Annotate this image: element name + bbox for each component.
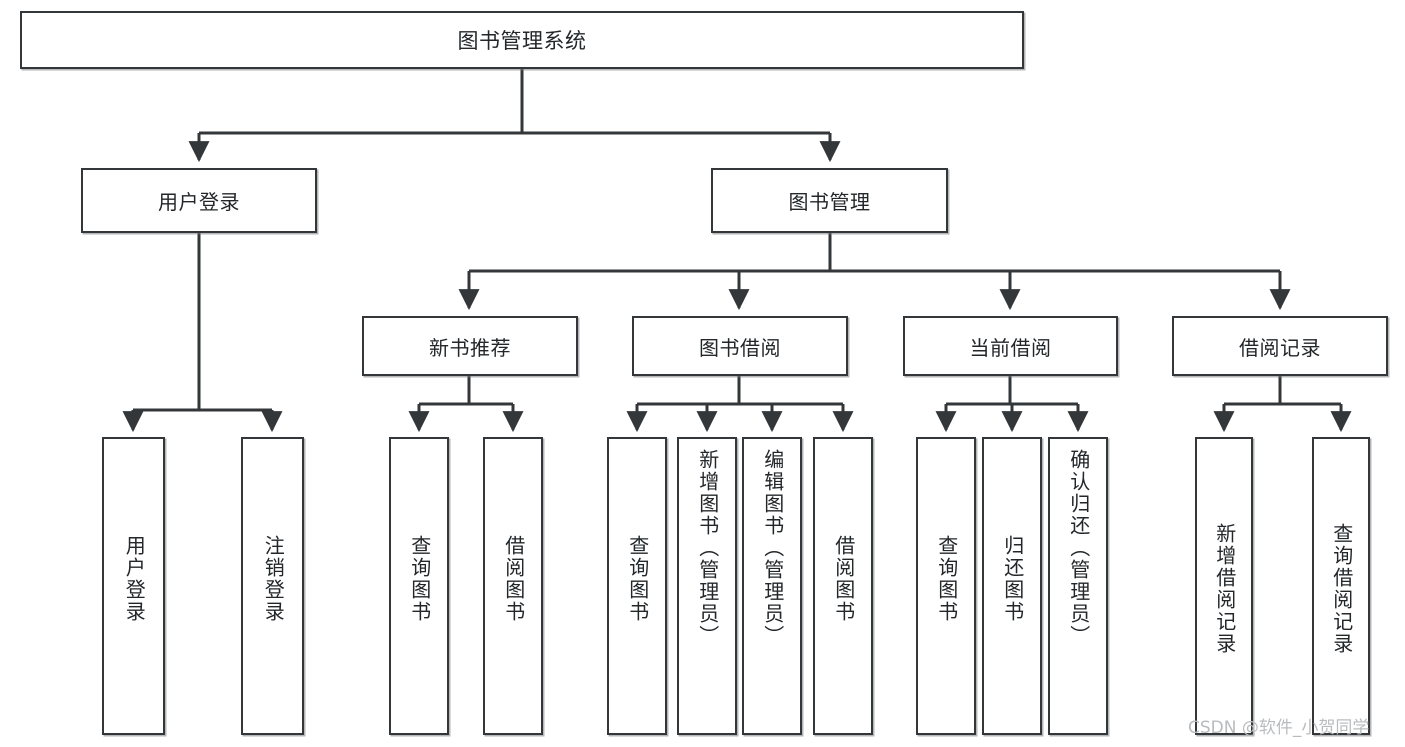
node-user-login-label: 用户登录 <box>158 190 240 214</box>
leaf-currentborrow-confirm-return[interactable]: 确认归还（管理员） <box>1048 437 1108 735</box>
leaf-bookborrow-borrow-book[interactable]: 借阅图书 <box>813 437 873 735</box>
leaf-borrowrecord-query-record-label: 查询借阅记录 <box>1329 523 1354 655</box>
node-new-book-recommend-label: 新书推荐 <box>429 335 511 360</box>
watermark: CSDN @软件_小贺同学 <box>1188 718 1370 738</box>
leaf-user-login-label: 用户登录 <box>122 535 147 623</box>
leaf-bookborrow-query-book-label: 查询图书 <box>625 535 650 623</box>
node-book-manage-label: 图书管理 <box>788 190 871 214</box>
leaf-currentborrow-return-book[interactable]: 归还图书 <box>982 437 1042 735</box>
leaf-currentborrow-query-book-label: 查询图书 <box>934 535 959 623</box>
leaf-borrowrecord-query-record[interactable]: 查询借阅记录 <box>1312 437 1370 735</box>
leaf-currentborrow-query-book[interactable]: 查询图书 <box>916 437 976 735</box>
leaf-newbook-query-book-label: 查询图书 <box>407 535 432 623</box>
leaf-currentborrow-confirm-return-label: 确认归还（管理员） <box>1066 449 1091 647</box>
leaf-bookborrow-query-book[interactable]: 查询图书 <box>607 437 667 735</box>
node-root-label: 图书管理系统 <box>457 29 587 53</box>
node-borrow-record[interactable]: 借阅记录 <box>1172 316 1388 376</box>
leaf-logout-login[interactable]: 注销登录 <box>241 437 304 735</box>
leaf-borrowrecord-add-record[interactable]: 新增借阅记录 <box>1195 437 1253 735</box>
leaf-logout-login-label: 注销登录 <box>261 535 286 623</box>
leaf-bookborrow-add-book[interactable]: 新增图书（管理员） <box>677 437 737 735</box>
leaf-bookborrow-edit-book[interactable]: 编辑图书（管理员） <box>742 437 802 735</box>
leaf-bookborrow-edit-book-label: 编辑图书（管理员） <box>760 449 785 647</box>
node-book-borrow-label: 图书借阅 <box>699 335 781 360</box>
node-current-borrow[interactable]: 当前借阅 <box>903 316 1118 376</box>
leaf-borrowrecord-add-record-label: 新增借阅记录 <box>1212 523 1237 655</box>
node-root[interactable]: 图书管理系统 <box>20 11 1024 69</box>
leaf-bookborrow-borrow-book-label: 借阅图书 <box>831 535 856 623</box>
leaf-currentborrow-return-book-label: 归还图书 <box>1000 535 1025 623</box>
node-borrow-record-label: 借阅记录 <box>1239 335 1321 360</box>
leaf-newbook-borrow-book[interactable]: 借阅图书 <box>483 437 543 735</box>
node-book-manage[interactable]: 图书管理 <box>711 168 948 233</box>
node-user-login[interactable]: 用户登录 <box>81 168 317 233</box>
leaf-user-login[interactable]: 用户登录 <box>102 437 165 735</box>
node-new-book-recommend[interactable]: 新书推荐 <box>362 316 578 376</box>
node-current-borrow-label: 当前借阅 <box>969 335 1052 360</box>
leaf-newbook-query-book[interactable]: 查询图书 <box>389 437 449 735</box>
leaf-newbook-borrow-book-label: 借阅图书 <box>501 535 526 623</box>
leaf-bookborrow-add-book-label: 新增图书（管理员） <box>695 449 720 647</box>
node-book-borrow[interactable]: 图书借阅 <box>632 316 848 376</box>
